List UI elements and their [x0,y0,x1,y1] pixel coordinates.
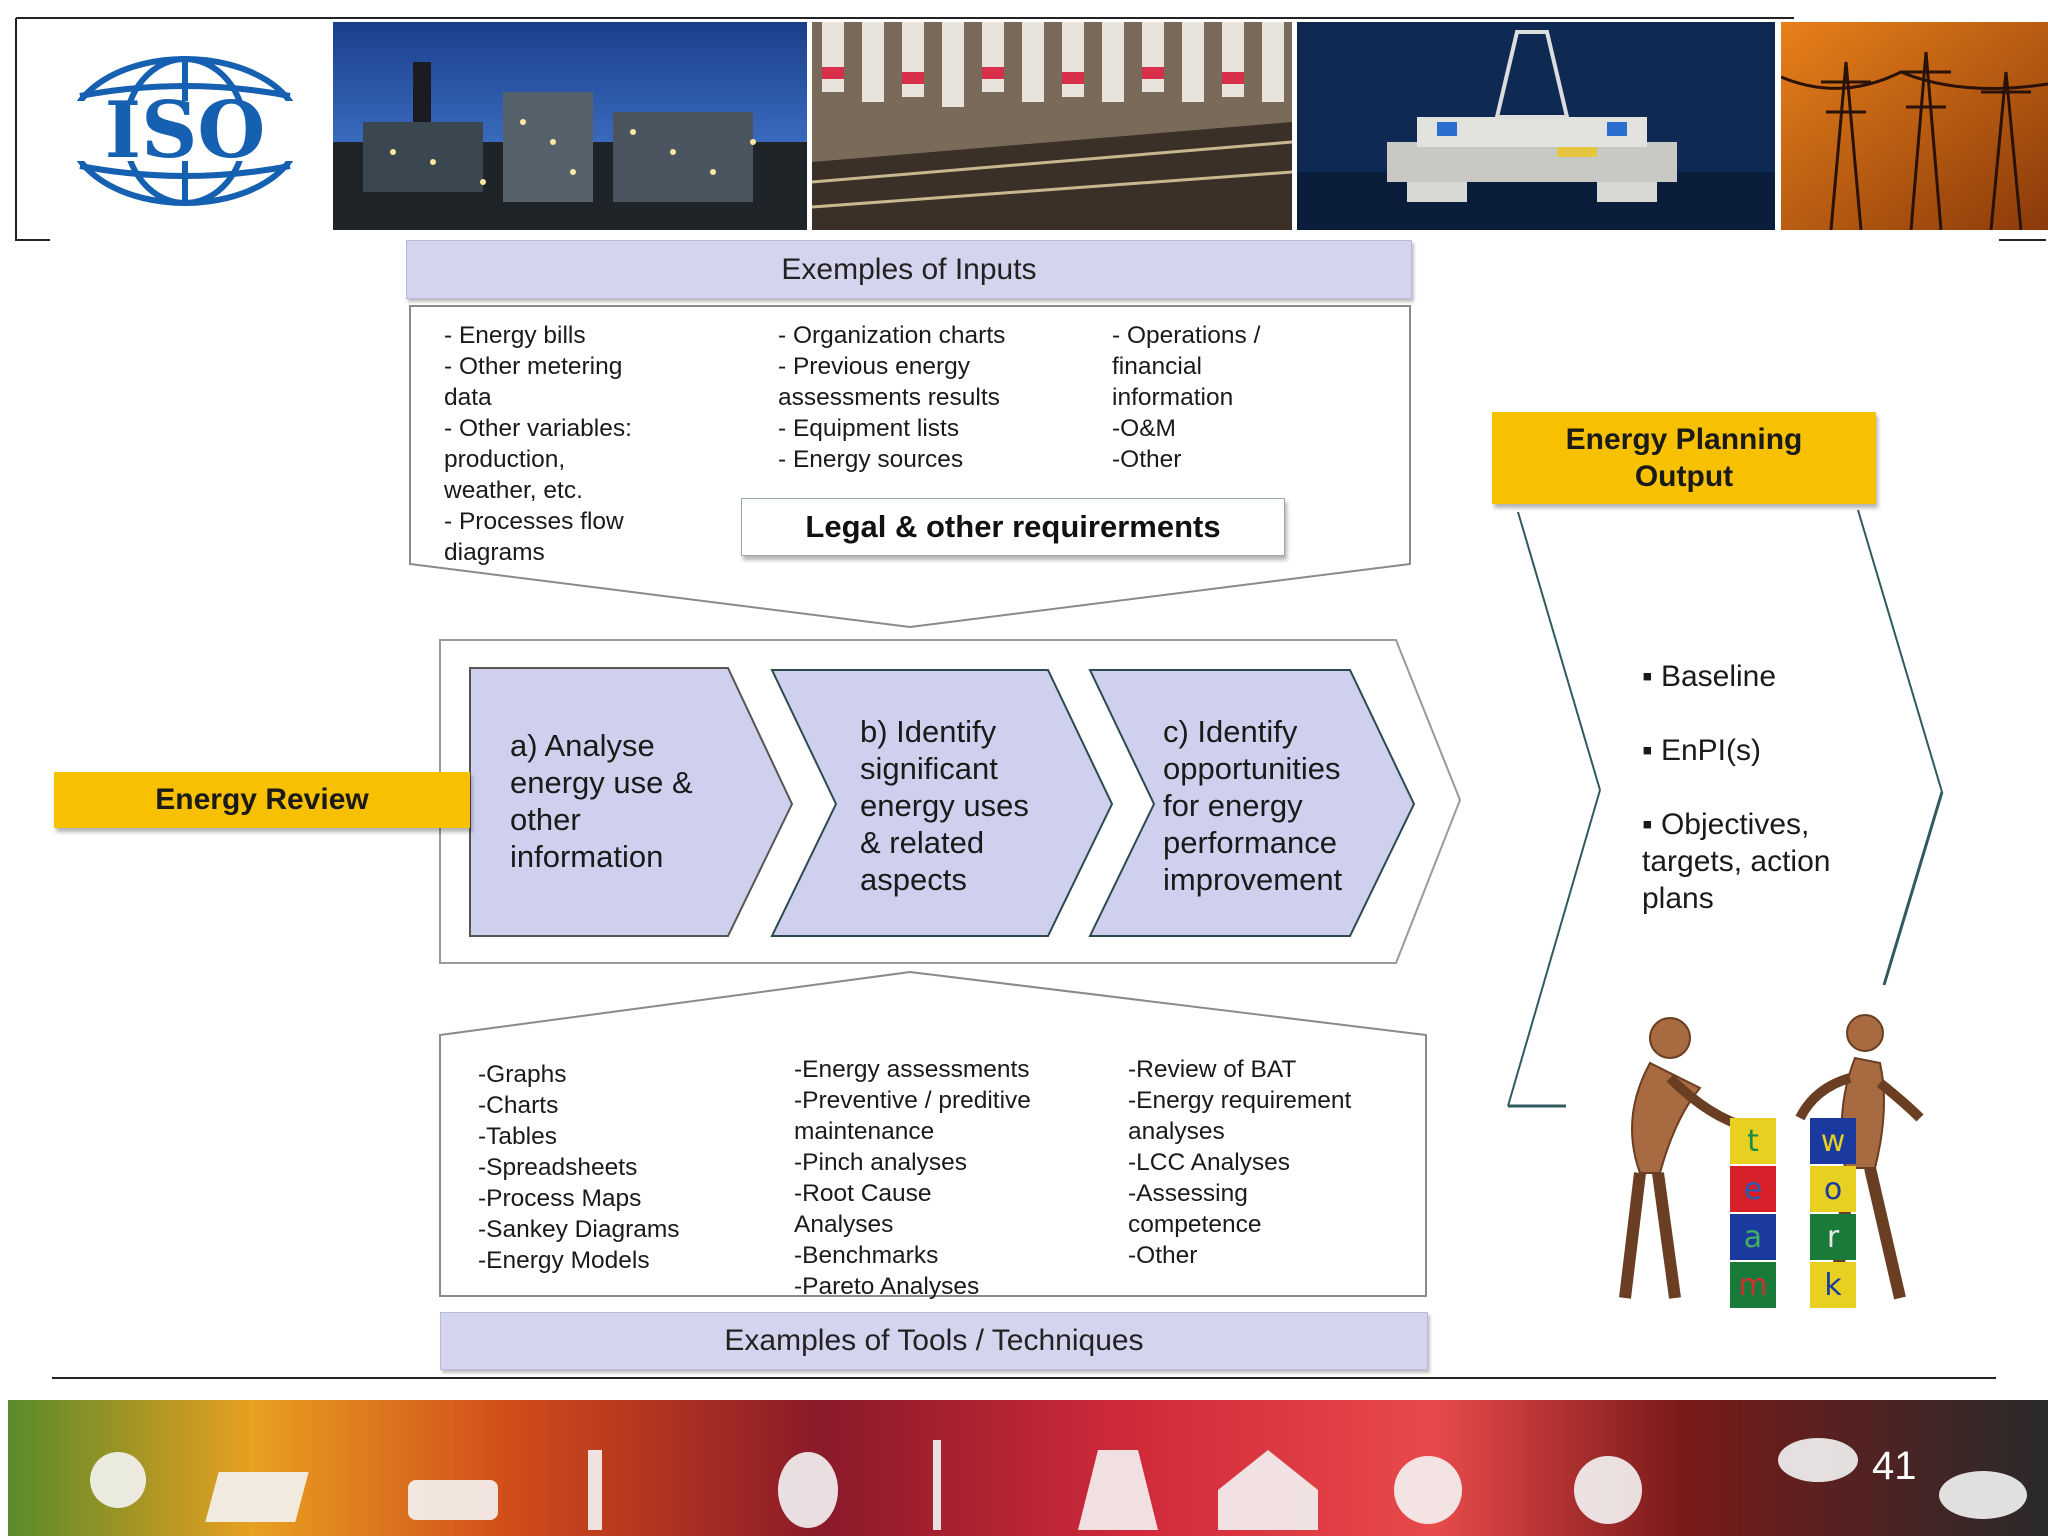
solar-panel-icon [205,1472,309,1522]
output-chevron-outline [1507,509,1944,1108]
tools-title: Examples of Tools / Techniques [724,1324,1144,1357]
svg-text:o: o [1824,1172,1842,1207]
cloud-icon [1778,1438,1858,1482]
iso-logo: ISO [40,56,330,206]
svg-text:a: a [1744,1220,1762,1255]
svg-text:e: e [1744,1172,1762,1207]
cooling-tower-icon [1078,1450,1158,1530]
inputs-column-3: - Operations / financial information -O&… [1112,322,1261,473]
header-banner [14,16,2048,241]
svg-text:m: m [1738,1268,1767,1303]
tools-column-1: -Graphs -Charts -Tables -Spreadsheets -P… [478,1061,680,1274]
tools-column-2: -Energy assessments -Preventive / predit… [794,1056,1031,1300]
step-a-text: a) Analyse energy use & other informatio… [510,728,693,874]
svg-text:ISO: ISO [105,85,266,176]
oil-rig-photo [1297,22,1775,230]
block-r [1810,1214,1856,1260]
house-icon [1218,1450,1318,1530]
leaf-icon [778,1452,838,1528]
refinery-photo [333,22,807,230]
footer-energy-banner [8,1400,2048,1536]
inputs-column-1: - Energy bills - Other metering data - O… [444,322,632,566]
oil-pump-icon [588,1450,602,1530]
energy-planning-output-box: Energy Planning Output [1492,412,1876,504]
step-b-text: b) Identify significant energy uses & re… [860,714,1029,897]
wind-turbine-icon [933,1440,941,1530]
tools-column-3: -Review of BAT -Energy requirement analy… [1128,1056,1352,1269]
block-w [1810,1118,1856,1164]
svg-text:k: k [1824,1268,1842,1303]
energy-review-label: Energy Review [155,783,369,816]
tools-funnel-box [439,970,1427,1297]
step-c-chevron [1088,669,1416,937]
teamwork-illustration: t e a m w o r k [1580,1008,1950,1308]
power-pylons-photo [1781,22,2048,230]
tools-title-bar: Examples of Tools / Techniques [440,1312,1428,1370]
step-chevrons [469,667,1416,937]
block-o [1810,1166,1856,1212]
svg-text:t: t [1747,1124,1759,1159]
textile-mill-photo [812,22,1292,230]
block-k [1810,1262,1856,1308]
legal-requirements-label: Legal & other requirerments [805,509,1221,544]
svg-text:w: w [1821,1124,1846,1159]
tree-icon [1394,1456,1462,1524]
step-c-text: c) Identify opportunities for energy per… [1163,714,1343,897]
energy-review-label-box: Energy Review [54,772,470,828]
energy-planning-output-label: Energy Planning Output [1565,423,1803,493]
legal-requirements-box: Legal & other requirerments [741,498,1285,556]
lightning-icon [1574,1456,1642,1524]
inputs-title: Exemples of Inputs [781,252,1037,286]
svg-text:r: r [1827,1220,1840,1255]
inputs-column-2: - Organization charts - Previous energy … [778,322,1006,473]
step-a-chevron [469,667,794,937]
output-bullet-objectives: ▪ Objectives, targets, action plans [1642,808,1831,915]
block-a [1730,1214,1776,1260]
block-m [1730,1262,1776,1308]
block-e [1730,1166,1776,1212]
bulb-icon [1939,1471,2027,1519]
output-bullet-baseline: ▪ Baseline [1642,660,1777,693]
mining-cart-icon [408,1480,498,1520]
header-frame [15,17,2046,241]
output-bullet-enpi: ▪ EnPI(s) [1642,734,1761,767]
page-number: 41 [1872,1444,1917,1488]
step-b-chevron [770,669,1114,937]
block-t [1730,1118,1776,1164]
inputs-title-bar: Exemples of Inputs [406,240,1412,299]
sun-icon [90,1452,146,1508]
